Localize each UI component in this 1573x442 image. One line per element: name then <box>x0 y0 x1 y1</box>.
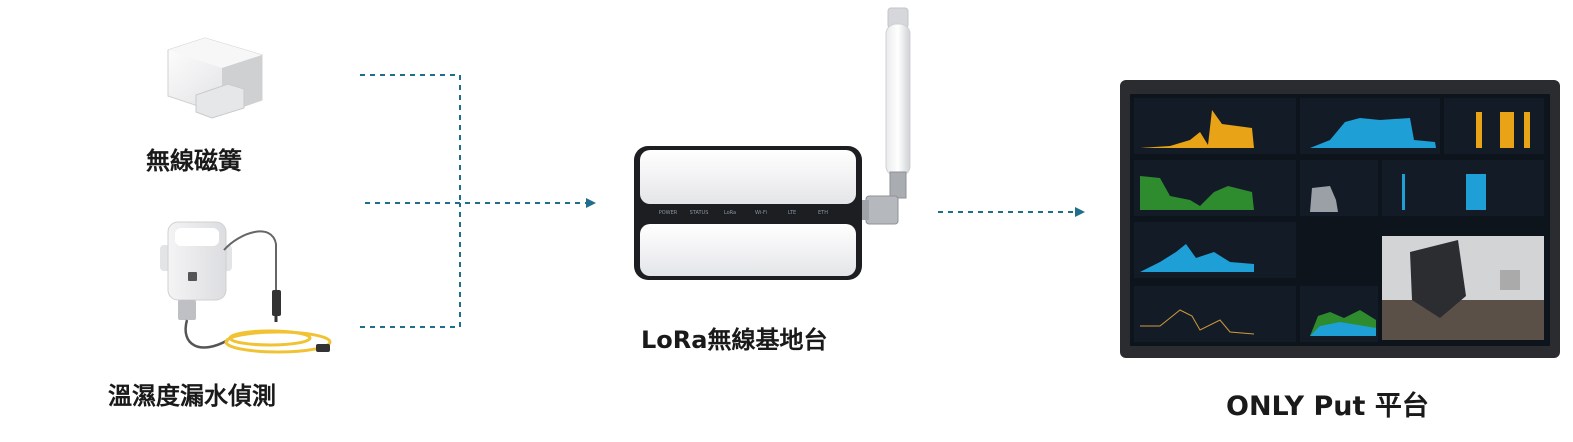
gateway-indicator-power: POWER <box>659 210 678 216</box>
leak-sensor-label: 溫濕度漏水偵測 <box>108 382 276 410</box>
connector-magnetic <box>360 74 461 203</box>
magnetic-switch-label: 無線磁簧 <box>146 147 242 175</box>
connector-leak <box>360 203 461 328</box>
gateway-indicator-lte: LTE <box>788 210 796 216</box>
gateway-indicator-lora: LoRa <box>724 210 736 216</box>
gateway-indicator-eth: ETH <box>818 210 828 216</box>
gateway-label: LoRa無線基地台 <box>641 326 828 354</box>
dashboard-panels <box>1134 98 1544 342</box>
gateway-indicator-wifi: Wi-Fi <box>755 210 767 216</box>
platform-label: ONLY Put 平台 <box>1226 391 1429 422</box>
gateway-indicator-status: STATUS <box>690 210 709 216</box>
